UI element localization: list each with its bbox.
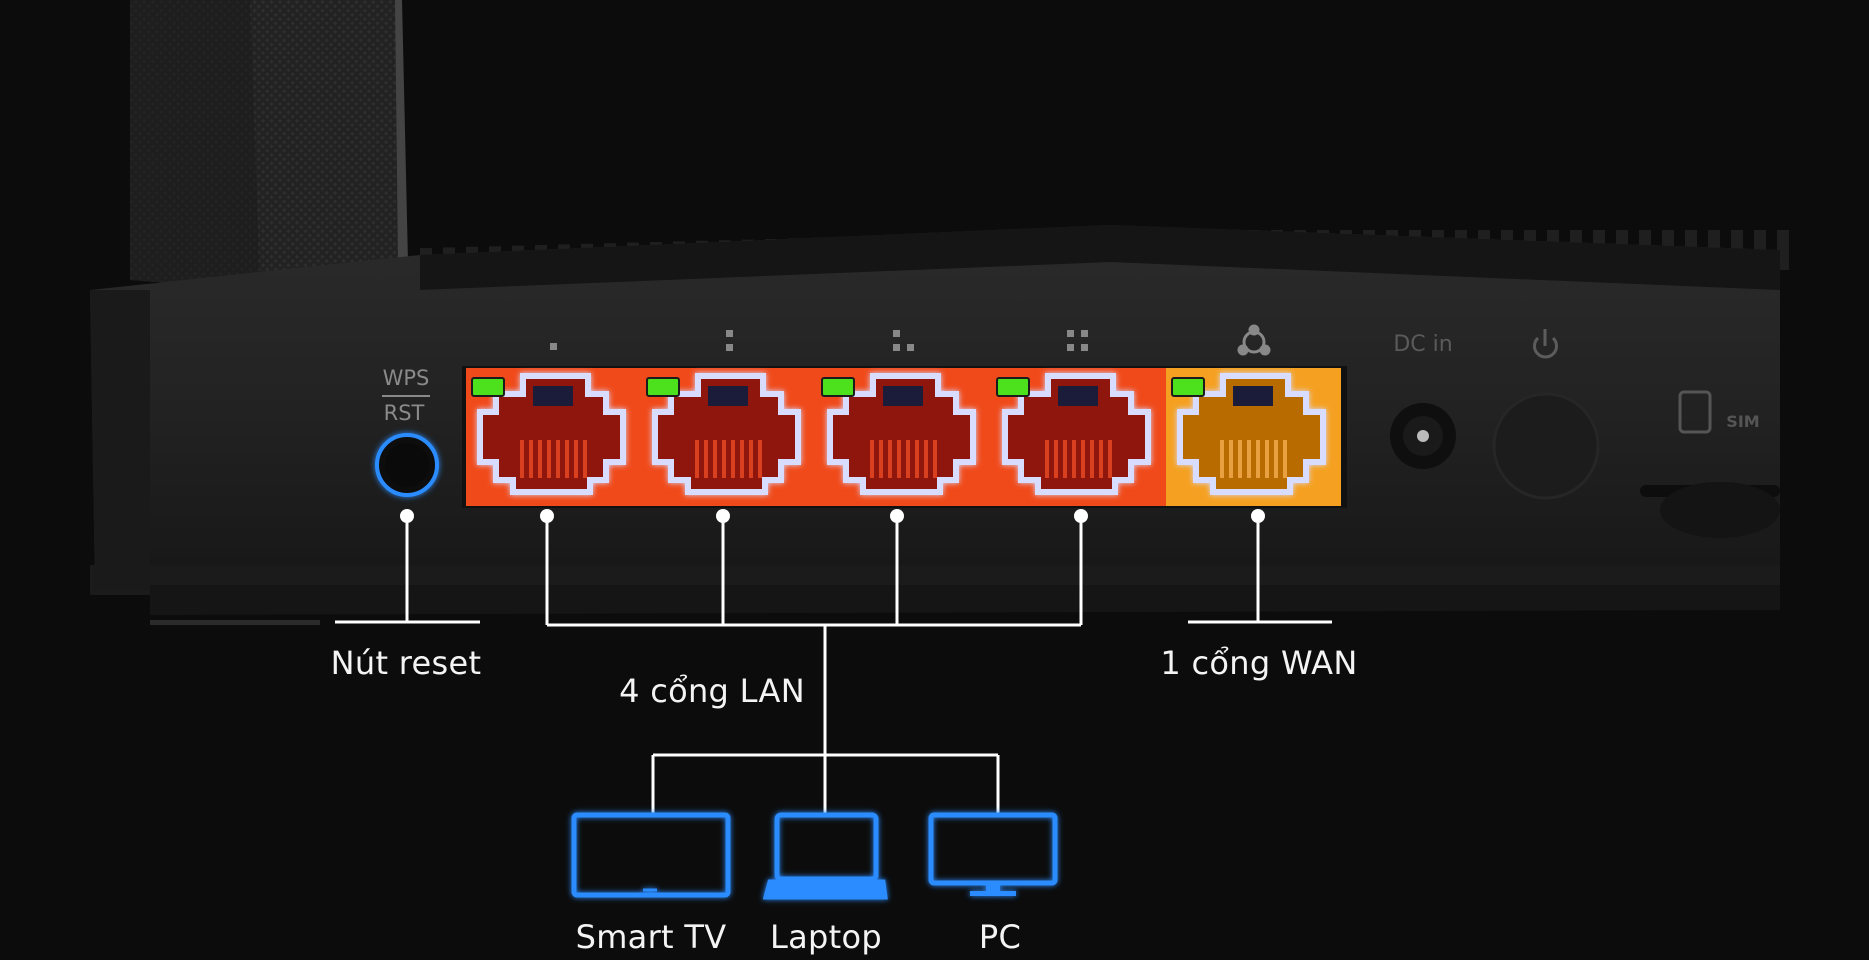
connector-dot [890,509,904,523]
connector-dot [716,509,730,523]
power-icon [1533,329,1558,359]
status-led [821,377,855,397]
status-led [1171,377,1205,397]
wps-reset-button[interactable] [375,395,439,497]
port-number-dots [550,330,1088,351]
dc-power-jack [1390,403,1456,469]
wan-port-label: 1 cổng WAN [1160,644,1358,682]
device-label-smart-tv: Smart TV [575,918,727,956]
sim-label: SIM [1726,412,1760,431]
device-label-pc: PC [978,918,1022,956]
lan-port-2[interactable] [641,368,816,506]
connector-dot [1074,509,1088,523]
dc-in-label: DC in [1393,332,1453,357]
laptop-icon [762,812,888,900]
power-button[interactable] [1492,392,1600,500]
wan-port[interactable] [1166,368,1341,506]
lan-port-3[interactable] [816,368,991,506]
connector-dot [1251,509,1265,523]
status-led [646,377,680,397]
connector-dot [400,509,414,523]
ethernet-ports [466,368,1341,506]
connector-dot [540,509,554,523]
desktop-monitor-icon [928,812,1058,896]
internet-globe-icon [1237,324,1271,356]
reset-button-label: Nút reset [330,644,482,682]
lan-ports-label: 4 cổng LAN [619,672,805,710]
status-led [996,377,1030,397]
rst-label: RST [383,401,425,425]
tv-icon [571,812,731,898]
status-led [471,377,505,397]
connector-lines [335,509,1332,815]
wps-label: WPS [382,366,430,390]
device-label-laptop: Laptop [770,918,882,956]
